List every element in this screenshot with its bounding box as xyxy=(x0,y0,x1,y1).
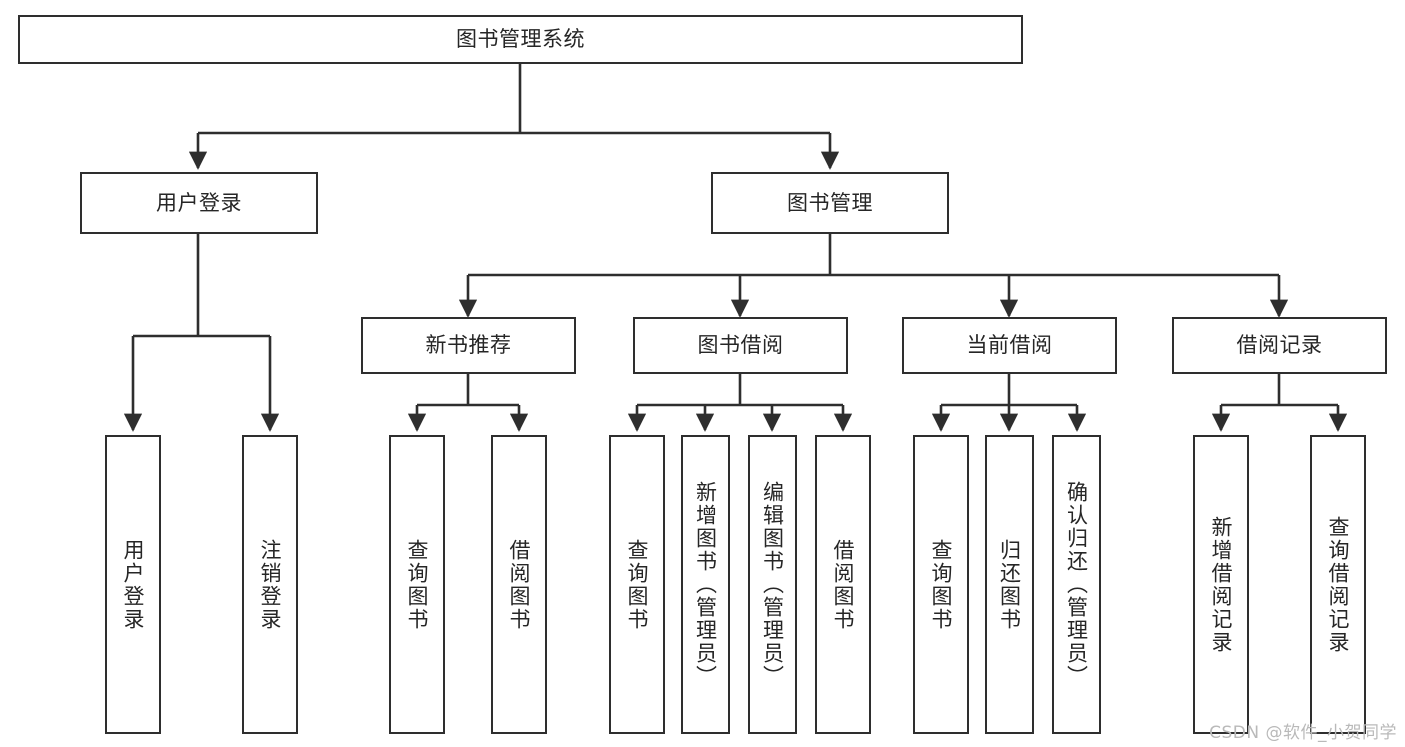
node-label: 查询图书 xyxy=(405,538,430,631)
leaf-recommend-query-book[interactable]: 查询图书 xyxy=(389,435,445,734)
leaf-user-login-login[interactable]: 用户登录 xyxy=(105,435,161,734)
leaf-record-add-record[interactable]: 新增借阅记录 xyxy=(1193,435,1249,734)
node-new-book-recommend[interactable]: 新书推荐 xyxy=(361,317,576,374)
leaf-borrow-edit-book[interactable]: 编辑图书（管理员） xyxy=(748,435,797,734)
node-book-management[interactable]: 图书管理 xyxy=(711,172,949,234)
node-label: 查询借阅记录 xyxy=(1326,515,1351,654)
node-label: 图书管理系统 xyxy=(456,27,585,52)
node-label: 新增图书（管理员） xyxy=(693,481,718,688)
node-root-system[interactable]: 图书管理系统 xyxy=(18,15,1023,64)
node-user-login[interactable]: 用户登录 xyxy=(80,172,318,234)
node-label: 确认归还（管理员） xyxy=(1064,481,1089,688)
node-label: 借阅图书 xyxy=(831,538,856,631)
node-label: 新书推荐 xyxy=(425,333,512,358)
leaf-recommend-borrow-book[interactable]: 借阅图书 xyxy=(491,435,547,734)
node-label: 图书管理 xyxy=(787,190,873,215)
leaf-current-return-book[interactable]: 归还图书 xyxy=(985,435,1034,734)
node-current-borrow[interactable]: 当前借阅 xyxy=(902,317,1117,374)
node-book-borrow[interactable]: 图书借阅 xyxy=(633,317,848,374)
node-label: 查询图书 xyxy=(625,538,650,631)
node-label: 借阅记录 xyxy=(1236,333,1323,358)
node-label: 归还图书 xyxy=(997,538,1022,631)
node-label: 当前借阅 xyxy=(966,333,1053,358)
node-label: 注销登录 xyxy=(258,538,283,631)
leaf-record-query-record[interactable]: 查询借阅记录 xyxy=(1310,435,1366,734)
node-label: 借阅图书 xyxy=(507,538,532,631)
node-label: 用户登录 xyxy=(121,538,146,631)
leaf-user-login-logout[interactable]: 注销登录 xyxy=(242,435,298,734)
node-borrow-record[interactable]: 借阅记录 xyxy=(1172,317,1387,374)
node-label: 编辑图书（管理员） xyxy=(760,481,785,688)
node-label: 用户登录 xyxy=(156,190,242,215)
leaf-current-confirm-return[interactable]: 确认归还（管理员） xyxy=(1052,435,1101,734)
leaf-borrow-borrow-book[interactable]: 借阅图书 xyxy=(815,435,871,734)
csdn-watermark: CSDN @软件_小贺同学 xyxy=(1209,723,1397,743)
node-label: 查询图书 xyxy=(929,538,954,631)
leaf-borrow-query-book[interactable]: 查询图书 xyxy=(609,435,665,734)
leaf-borrow-add-book[interactable]: 新增图书（管理员） xyxy=(681,435,730,734)
node-label: 图书借阅 xyxy=(697,333,784,358)
leaf-current-query-book[interactable]: 查询图书 xyxy=(913,435,969,734)
node-label: 新增借阅记录 xyxy=(1209,515,1234,654)
